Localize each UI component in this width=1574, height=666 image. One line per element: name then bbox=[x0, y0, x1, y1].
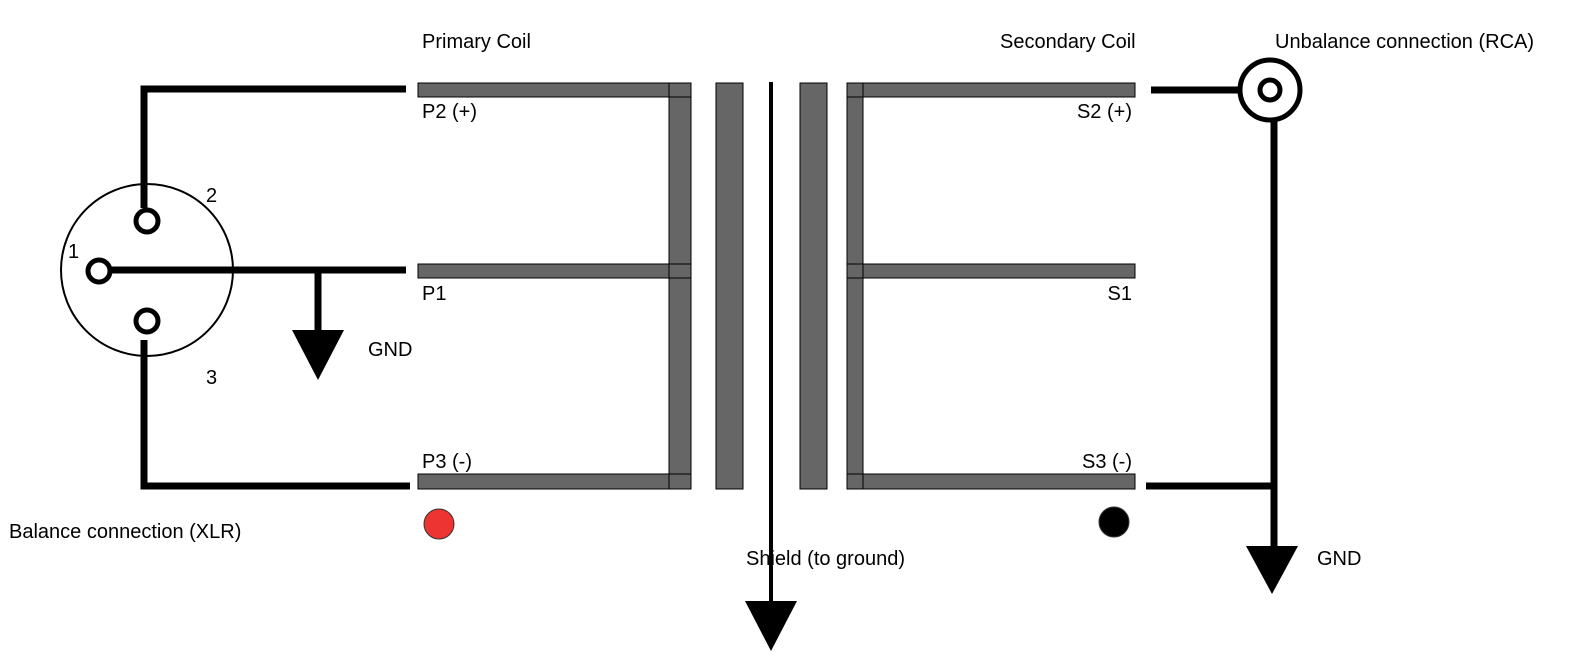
gnd-left-label: GND bbox=[368, 339, 413, 361]
primary-coil-label: Primary Coil bbox=[422, 31, 531, 53]
secondary-coil-tap-s3 bbox=[846, 473, 1136, 490]
tap-s1-label: S1 bbox=[1107, 283, 1132, 305]
secondary-coil bbox=[846, 82, 1136, 490]
balance-connection-label: Balance connection (XLR) bbox=[9, 521, 242, 543]
primary-coil-tap-p3 bbox=[417, 473, 672, 490]
gnd-right-label: GND bbox=[1317, 548, 1362, 570]
primary-coil-tap-p2 bbox=[417, 82, 672, 98]
core-plate-right bbox=[799, 82, 828, 490]
primary-wiring bbox=[110, 85, 410, 490]
core-plate-left bbox=[715, 82, 744, 490]
shield-ground-arrow bbox=[745, 601, 797, 651]
secondary-phase-dot bbox=[1098, 506, 1130, 538]
secondary-wiring bbox=[1146, 86, 1278, 550]
rca-connector bbox=[1237, 57, 1303, 123]
secondary-coil-tap-s2 bbox=[846, 82, 1136, 98]
xlr-pin-3-label: 3 bbox=[206, 367, 218, 389]
tap-s2-label: S2 (+) bbox=[1076, 101, 1132, 123]
wire-rca-shield-to-s3 bbox=[1146, 120, 1278, 490]
rca-center-pin bbox=[1257, 77, 1283, 103]
tap-s3-label: S3 (-) bbox=[1082, 451, 1132, 473]
tap-p2-label: P2 (+) bbox=[422, 101, 478, 123]
xlr-pin-3 bbox=[133, 307, 161, 335]
secondary-coil-spine bbox=[846, 82, 864, 490]
gnd-left-arrow bbox=[292, 330, 344, 380]
primary-coil-spine bbox=[668, 82, 692, 490]
shield-label: Shield (to ground) bbox=[746, 548, 905, 570]
wire-pin2-to-p2 bbox=[140, 85, 406, 208]
secondary-coil-label: Secondary Coil bbox=[1000, 31, 1136, 53]
xlr-pin-1-label: 1 bbox=[68, 241, 80, 263]
primary-coil bbox=[417, 82, 692, 490]
primary-coil-tap-p1 bbox=[417, 263, 672, 279]
xlr-pin-1 bbox=[85, 257, 113, 285]
tap-p1-label: P1 bbox=[422, 283, 447, 305]
xlr-pin-2 bbox=[133, 207, 161, 235]
secondary-coil-tap-s1 bbox=[846, 263, 1136, 279]
primary-phase-dot bbox=[423, 508, 455, 540]
gnd-right-arrow bbox=[1246, 546, 1298, 594]
tap-p3-label: P3 (-) bbox=[422, 451, 472, 473]
wire-pin3-to-p3 bbox=[140, 340, 410, 490]
unbalance-connection-label: Unbalance connection (RCA) bbox=[1275, 31, 1535, 53]
xlr-pin-2-label: 2 bbox=[206, 185, 218, 207]
